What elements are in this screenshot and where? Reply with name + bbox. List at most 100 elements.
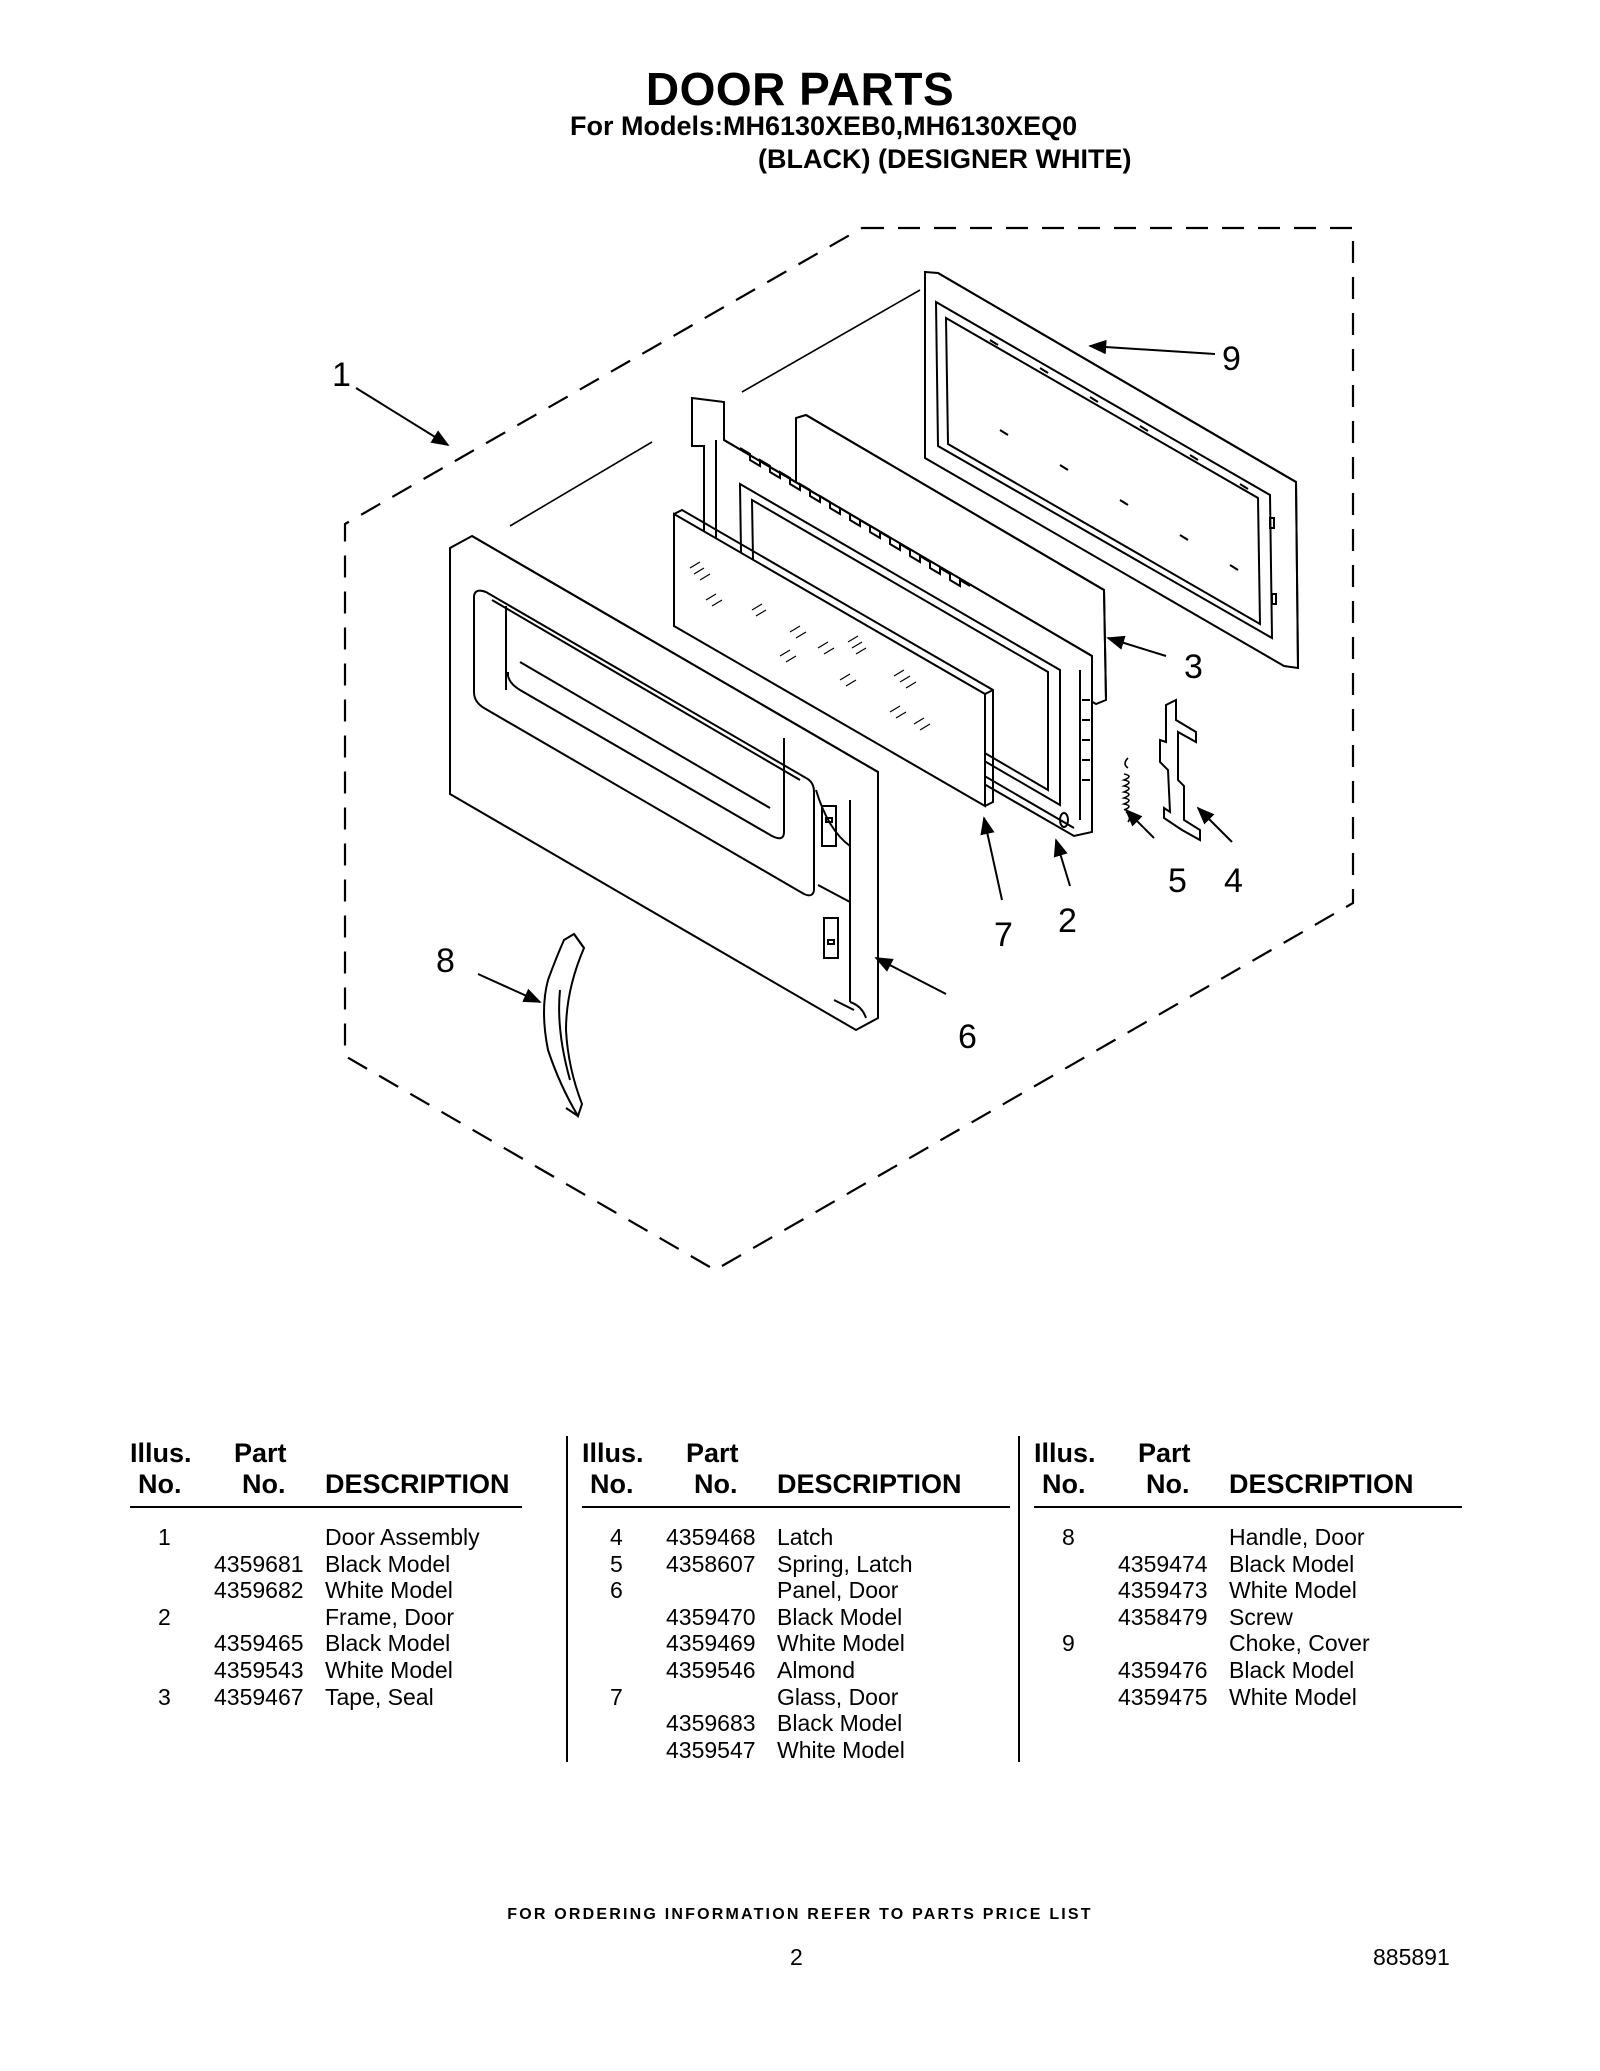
leader-7 bbox=[980, 816, 1003, 901]
description: Door Assembly bbox=[325, 1524, 480, 1550]
header-illus: Illus. bbox=[582, 1438, 644, 1468]
description: Frame, Door bbox=[325, 1603, 455, 1630]
leader-8 bbox=[477, 973, 542, 1003]
parts-table-2: Illus. No. Part No. DESCRIPTION 4 4359468… bbox=[582, 1438, 1010, 1763]
header-part: Part bbox=[1138, 1438, 1191, 1468]
part-no: 4359474 bbox=[1118, 1550, 1208, 1577]
part-no: 4359465 bbox=[214, 1630, 304, 1657]
column-divider bbox=[566, 1436, 568, 1762]
part-no: 4359467 bbox=[214, 1683, 304, 1710]
callout-5: 5 bbox=[1168, 862, 1187, 900]
parts-table-1: Illus. No. Part No. DESCRIPTION 1 Door As… bbox=[130, 1438, 550, 1710]
page-number: 2 bbox=[790, 1944, 803, 1970]
description: Almond bbox=[777, 1656, 855, 1683]
callout-6: 6 bbox=[958, 1018, 977, 1056]
illus-no: 8 bbox=[1062, 1524, 1075, 1550]
callout-1: 1 bbox=[332, 356, 351, 394]
illus-no: 3 bbox=[158, 1683, 171, 1710]
parts-table-3: Illus. No. Part No. DESCRIPTION 8 Handle,… bbox=[1034, 1438, 1464, 1710]
part-no: 4359543 bbox=[214, 1656, 304, 1683]
header-rule bbox=[582, 1506, 1010, 1508]
parts-table-header: Illus. No. Part No. DESCRIPTION bbox=[130, 1438, 550, 1506]
assembly-boundary bbox=[343, 226, 1355, 1272]
header-description: DESCRIPTION bbox=[325, 1469, 510, 1499]
header-illus-no: No. bbox=[138, 1469, 182, 1499]
header-part: Part bbox=[234, 1438, 287, 1468]
illus-no: 7 bbox=[610, 1683, 623, 1710]
parts-table-header: Illus. No. Part No. DESCRIPTION bbox=[582, 1438, 1002, 1506]
description: Panel, Door bbox=[777, 1577, 899, 1604]
part-no: 4359546 bbox=[666, 1656, 756, 1683]
models-line-2: (BLACK) (DESIGNER WHITE) bbox=[758, 144, 1132, 174]
description: Glass, Door bbox=[777, 1683, 899, 1710]
illus-no: 4 bbox=[610, 1524, 623, 1550]
description: Tape, Seal bbox=[325, 1683, 434, 1710]
header-part-no: No. bbox=[694, 1469, 738, 1499]
header-description: DESCRIPTION bbox=[777, 1469, 962, 1499]
leader-4 bbox=[1196, 806, 1233, 843]
description: Black Model bbox=[777, 1710, 903, 1737]
callout-3: 3 bbox=[1184, 648, 1203, 686]
description: Spring, Latch bbox=[777, 1550, 913, 1577]
leader-6 bbox=[874, 957, 947, 995]
latch bbox=[1159, 698, 1201, 842]
exploded-parts-diagram: 1 2 3 4 5 6 7 8 9 bbox=[332, 226, 1355, 1272]
header-illus: Illus. bbox=[130, 1438, 192, 1468]
page-title: DOOR PARTS bbox=[645, 63, 955, 115]
callout-8: 8 bbox=[436, 942, 455, 980]
header-part: Part bbox=[686, 1438, 739, 1468]
part-no: 4359682 bbox=[214, 1577, 304, 1604]
callout-7: 7 bbox=[994, 916, 1013, 954]
ordering-note: FOR ORDERING INFORMATION REFER TO PARTS … bbox=[507, 1906, 1093, 1923]
header-description: DESCRIPTION bbox=[1229, 1469, 1414, 1499]
illus-no: 5 bbox=[610, 1550, 623, 1577]
part-no: 4359473 bbox=[1118, 1577, 1208, 1604]
description: Latch bbox=[777, 1524, 834, 1550]
header-rule bbox=[1034, 1506, 1462, 1508]
part-no: 4358479 bbox=[1118, 1603, 1208, 1630]
callout-4: 4 bbox=[1224, 862, 1243, 900]
description: Black Model bbox=[325, 1550, 451, 1577]
leader-1 bbox=[355, 387, 450, 446]
parts-table-header: Illus. No. Part No. DESCRIPTION bbox=[1034, 1438, 1464, 1506]
leader-3 bbox=[1106, 635, 1167, 657]
door-handle bbox=[543, 932, 586, 1119]
part-no: 4359683 bbox=[666, 1710, 756, 1737]
part-no: 4359469 bbox=[666, 1630, 756, 1657]
door-panel bbox=[449, 534, 879, 1032]
header-rule bbox=[130, 1506, 522, 1508]
description: Black Model bbox=[777, 1603, 903, 1630]
part-no: 4359468 bbox=[666, 1524, 756, 1550]
model-list: For Models:MH6130XEB0,MH6130XEQ0(BLACK) … bbox=[570, 110, 1131, 176]
illus-no: 6 bbox=[610, 1577, 623, 1604]
header-part-no: No. bbox=[242, 1469, 286, 1499]
header-illus-no: No. bbox=[1042, 1469, 1086, 1499]
projection-lines bbox=[509, 289, 921, 527]
description: White Model bbox=[1229, 1683, 1357, 1710]
description: White Model bbox=[325, 1656, 453, 1683]
description: White Model bbox=[777, 1630, 905, 1657]
description: White Model bbox=[1229, 1577, 1357, 1604]
leader-lines bbox=[355, 339, 1233, 1003]
illus-no: 1 bbox=[158, 1524, 171, 1550]
illus-no: 9 bbox=[1062, 1630, 1075, 1657]
part-no: 4359476 bbox=[1118, 1656, 1208, 1683]
illus-no: 2 bbox=[158, 1603, 171, 1630]
leader-5 bbox=[1124, 808, 1155, 839]
leader-2 bbox=[1053, 838, 1071, 887]
part-no: 4359547 bbox=[666, 1736, 756, 1763]
description: White Model bbox=[325, 1577, 453, 1604]
part-no: 4358607 bbox=[666, 1550, 756, 1577]
header-illus-no: No. bbox=[590, 1469, 634, 1499]
description: Black Model bbox=[325, 1630, 451, 1657]
description: White Model bbox=[777, 1736, 905, 1763]
door-glass bbox=[673, 508, 994, 808]
document-number: 885891 bbox=[1373, 1944, 1450, 1970]
description: Handle, Door bbox=[1229, 1524, 1365, 1550]
description: Black Model bbox=[1229, 1550, 1355, 1577]
description: Screw bbox=[1229, 1603, 1293, 1630]
header-part-no: No. bbox=[1146, 1469, 1190, 1499]
part-no: 4359470 bbox=[666, 1603, 756, 1630]
description: Choke, Cover bbox=[1229, 1630, 1370, 1657]
part-no: 4359475 bbox=[1118, 1683, 1208, 1710]
